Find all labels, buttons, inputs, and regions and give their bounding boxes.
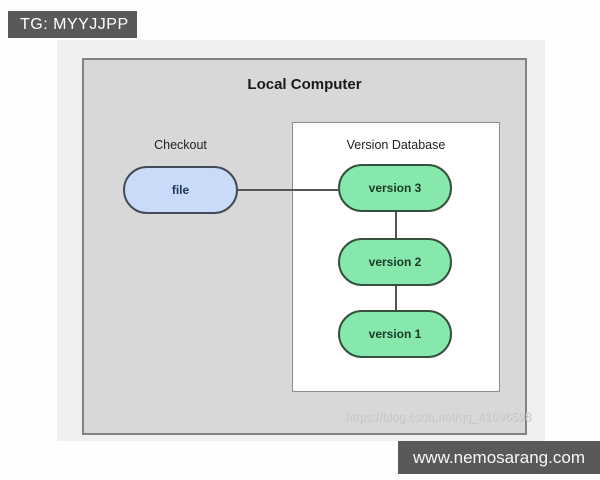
version-database-label: Version Database [346,138,446,152]
connector-file-to-version3 [238,189,338,191]
version-2-node: version 2 [338,238,452,286]
local-computer-title: Local Computer [247,76,362,93]
checkout-label: Checkout [154,138,207,152]
file-node: file [123,166,238,214]
connector-version2-to-version1 [395,286,397,310]
tag-badge: TG: MYYJJPP [8,11,137,38]
version-1-node: version 1 [338,310,452,358]
csdn-url-watermark: https://blog.csdn.net/qq_41096598 [345,412,532,424]
connector-version3-to-version2 [395,212,397,238]
site-watermark-bar: www.nemosarang.com [398,441,600,474]
version-3-node: version 3 [338,164,452,212]
